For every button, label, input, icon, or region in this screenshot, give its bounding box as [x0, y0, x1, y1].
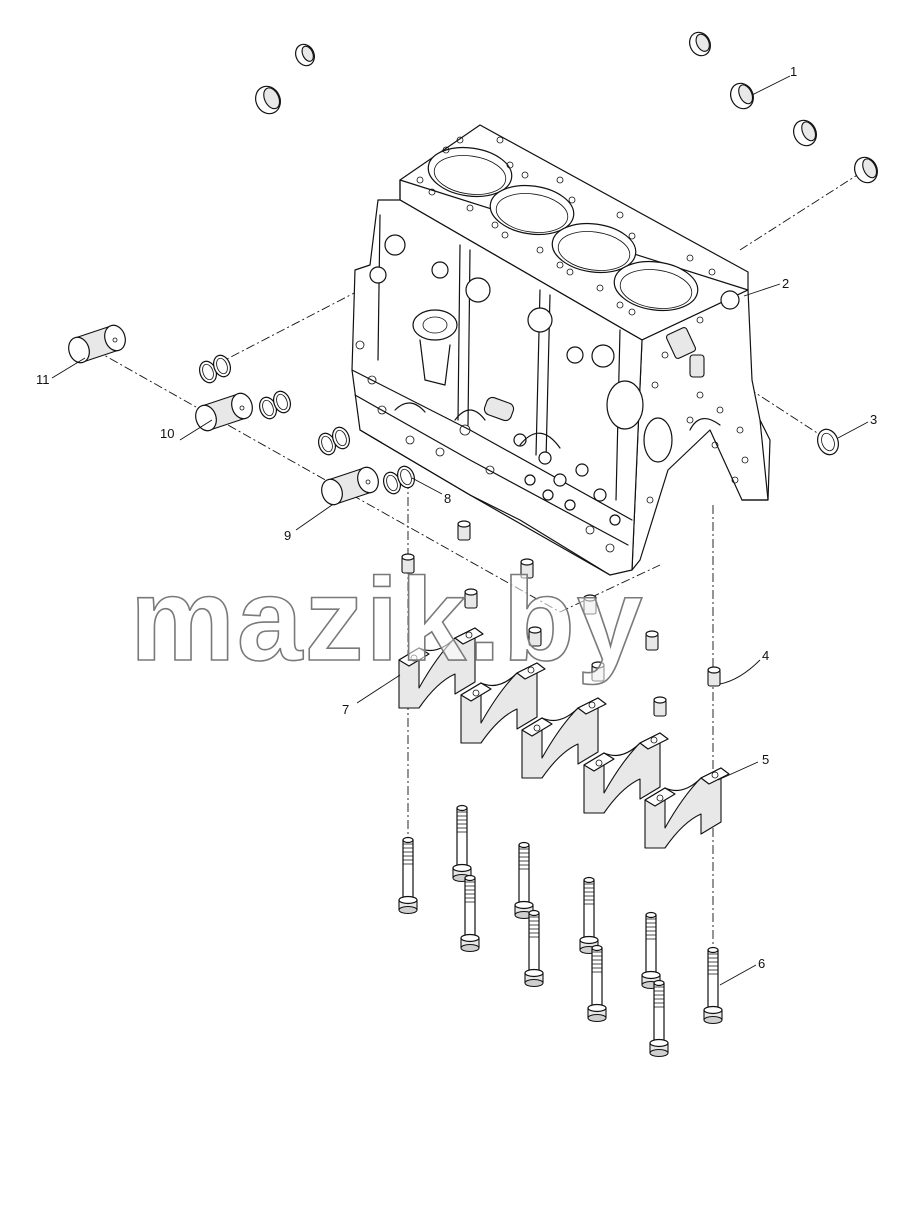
callout-10: 10 [160, 426, 174, 441]
callout-6: 6 [758, 956, 765, 971]
bolt [452, 804, 472, 882]
dowel-sleeves [401, 520, 721, 717]
plug [730, 82, 754, 110]
dowel [464, 588, 478, 609]
camshaft-bushings [68, 324, 379, 506]
dowel [653, 696, 667, 717]
seal-pairs [198, 354, 839, 495]
bolt [649, 979, 669, 1057]
cylinder-bore [613, 260, 699, 312]
bearing-cap [583, 732, 669, 814]
bushing [321, 466, 379, 506]
dowel [591, 661, 605, 682]
plug [255, 85, 281, 115]
bolt [641, 911, 661, 989]
bushing [195, 392, 253, 432]
callout-9: 9 [284, 528, 291, 543]
bolt [460, 874, 480, 952]
dowel [583, 594, 597, 615]
bearing-cap [521, 697, 607, 779]
callout-3: 3 [870, 412, 877, 427]
cylinder-block [351, 124, 771, 576]
bolt [514, 841, 534, 919]
main-bearing-caps [398, 627, 730, 849]
bolt [579, 876, 599, 954]
bearing-cap [398, 627, 484, 709]
callout-labels: 1 2 3 4 5 6 7 8 9 10 11 [36, 64, 877, 971]
dowel [457, 520, 471, 541]
cylinder-bore [427, 146, 513, 198]
seal-ring [396, 465, 416, 489]
dowel [528, 626, 542, 647]
seal-ring [212, 354, 232, 378]
bushing [68, 324, 126, 364]
bolt [524, 909, 544, 987]
dowel [520, 558, 534, 579]
watermark: mazik.by [130, 554, 644, 686]
callout-11: 11 [36, 372, 50, 387]
bolt [587, 944, 607, 1022]
plug [295, 43, 315, 67]
bolt [703, 946, 723, 1024]
block-rear-details [643, 290, 749, 504]
callout-5: 5 [762, 752, 769, 767]
callout-2: 2 [782, 276, 789, 291]
bolt [398, 836, 418, 914]
plug [793, 119, 817, 147]
deck-bolt-holes [416, 136, 732, 324]
rear-seal [817, 428, 839, 456]
bearing-cap [644, 767, 730, 849]
callout-4: 4 [762, 648, 769, 663]
seal-ring [272, 390, 292, 414]
block-front-details [355, 234, 644, 553]
seal-ring [331, 426, 351, 450]
callout-7: 7 [342, 702, 349, 717]
plug [854, 156, 878, 184]
cap-bolts [398, 804, 723, 1057]
seal-ring [317, 432, 337, 456]
plug [689, 31, 711, 57]
bearing-cap [460, 662, 546, 744]
callout-leaders [51, 75, 869, 986]
cylinder-bore [551, 222, 637, 274]
callout-1: 1 [790, 64, 797, 79]
dowel [401, 553, 415, 574]
expansion-plugs [255, 31, 878, 184]
cylinder-bore [489, 184, 575, 236]
callout-8: 8 [444, 491, 451, 506]
dowel [645, 630, 659, 651]
dowel [707, 666, 721, 687]
